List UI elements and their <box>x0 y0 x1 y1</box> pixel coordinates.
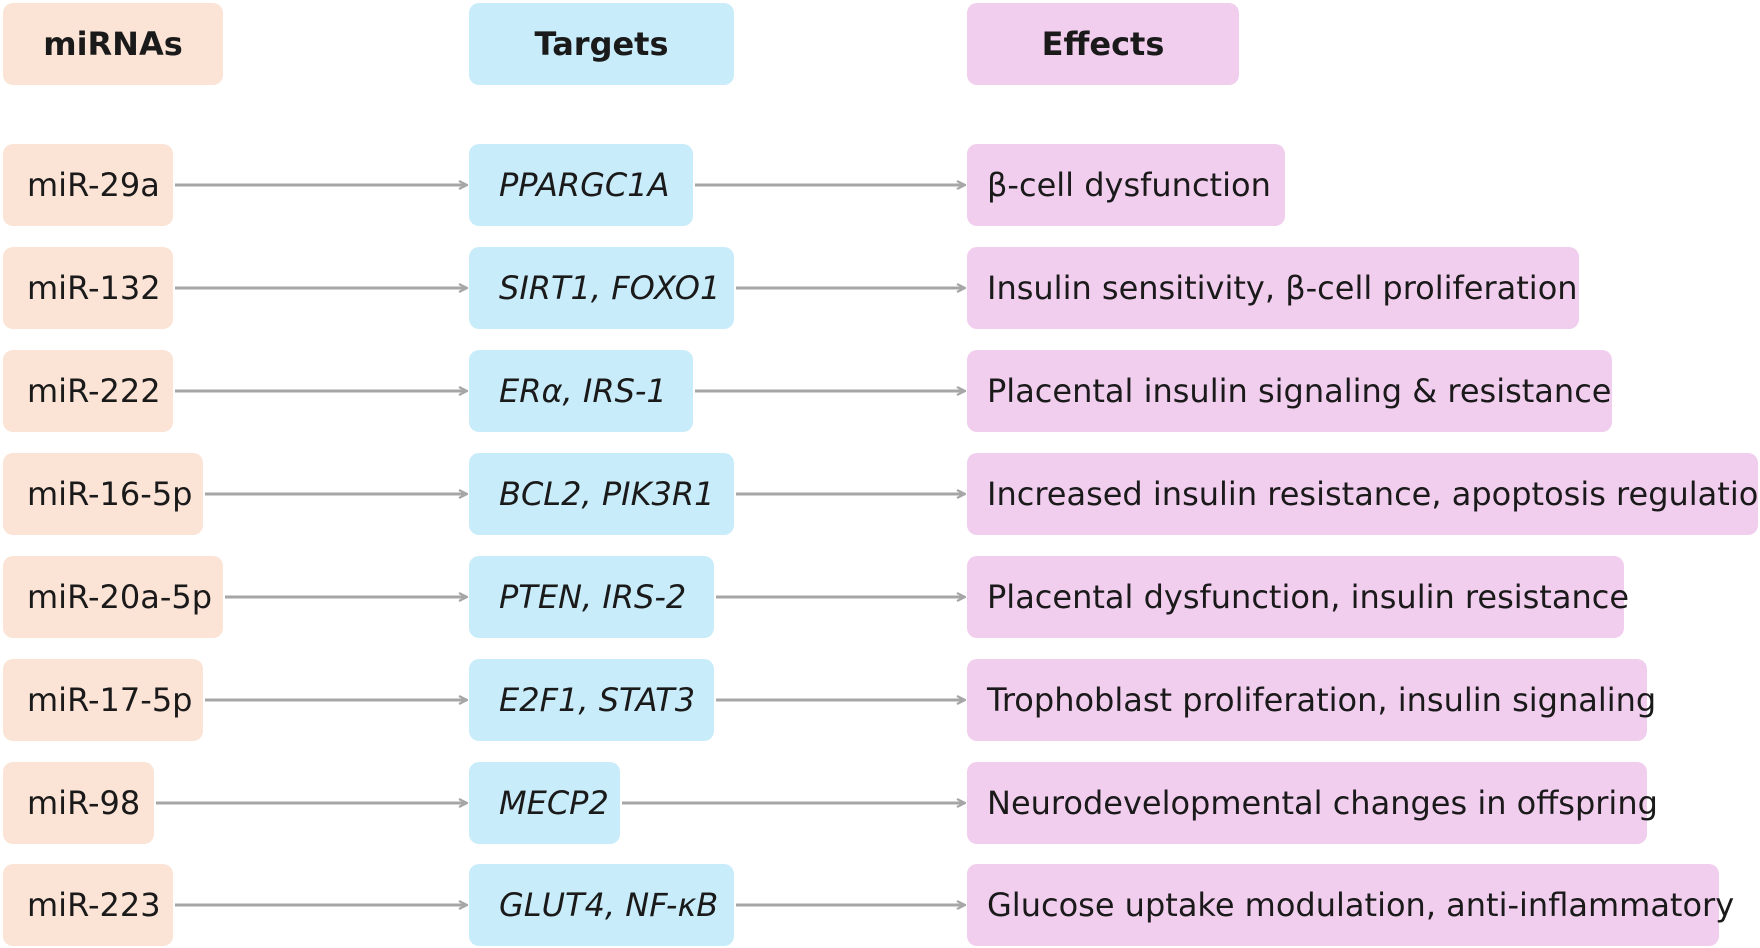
target-box: PPARGC1A <box>469 144 693 226</box>
header-targets: Targets <box>469 3 734 85</box>
header-effects: Effects <box>967 3 1239 85</box>
mirna-box: miR-20a-5p <box>3 556 223 638</box>
effect-box: Increased insulin resistance, apoptosis … <box>967 453 1760 535</box>
effect-box: Placental dysfunction, insulin resistanc… <box>967 556 1629 638</box>
effect-box: Neurodevelopmental changes in offspring <box>967 762 1658 844</box>
effect-box: Insulin sensitivity, β-cell proliferatio… <box>967 247 1579 329</box>
mirna-box: miR-222 <box>3 350 173 432</box>
target-box: ERα, IRS-1 <box>469 350 693 432</box>
mirna-box: miR-132 <box>3 247 173 329</box>
target-box: GLUT4, NF-κB <box>469 864 734 946</box>
mirna-box: miR-17-5p <box>3 659 203 741</box>
mirna-box: miR-16-5p <box>3 453 203 535</box>
effect-box: β-cell dysfunction <box>967 144 1285 226</box>
mirna-box: miR-223 <box>3 864 173 946</box>
effect-box: Trophoblast proliferation, insulin signa… <box>967 659 1656 741</box>
target-box: PTEN, IRS-2 <box>469 556 714 638</box>
header-mirnas: miRNAs <box>3 3 223 85</box>
mirna-box: miR-98 <box>3 762 154 844</box>
target-box: E2F1, STAT3 <box>469 659 714 741</box>
mirna-box: miR-29a <box>3 144 173 226</box>
effect-box: Glucose uptake modulation, anti-inflamma… <box>967 864 1734 946</box>
effect-box: Placental insulin signaling & resistance <box>967 350 1612 432</box>
target-box: MECP2 <box>469 762 620 844</box>
target-box: BCL2, PIK3R1 <box>469 453 734 535</box>
target-box: SIRT1, FOXO1 <box>469 247 734 329</box>
